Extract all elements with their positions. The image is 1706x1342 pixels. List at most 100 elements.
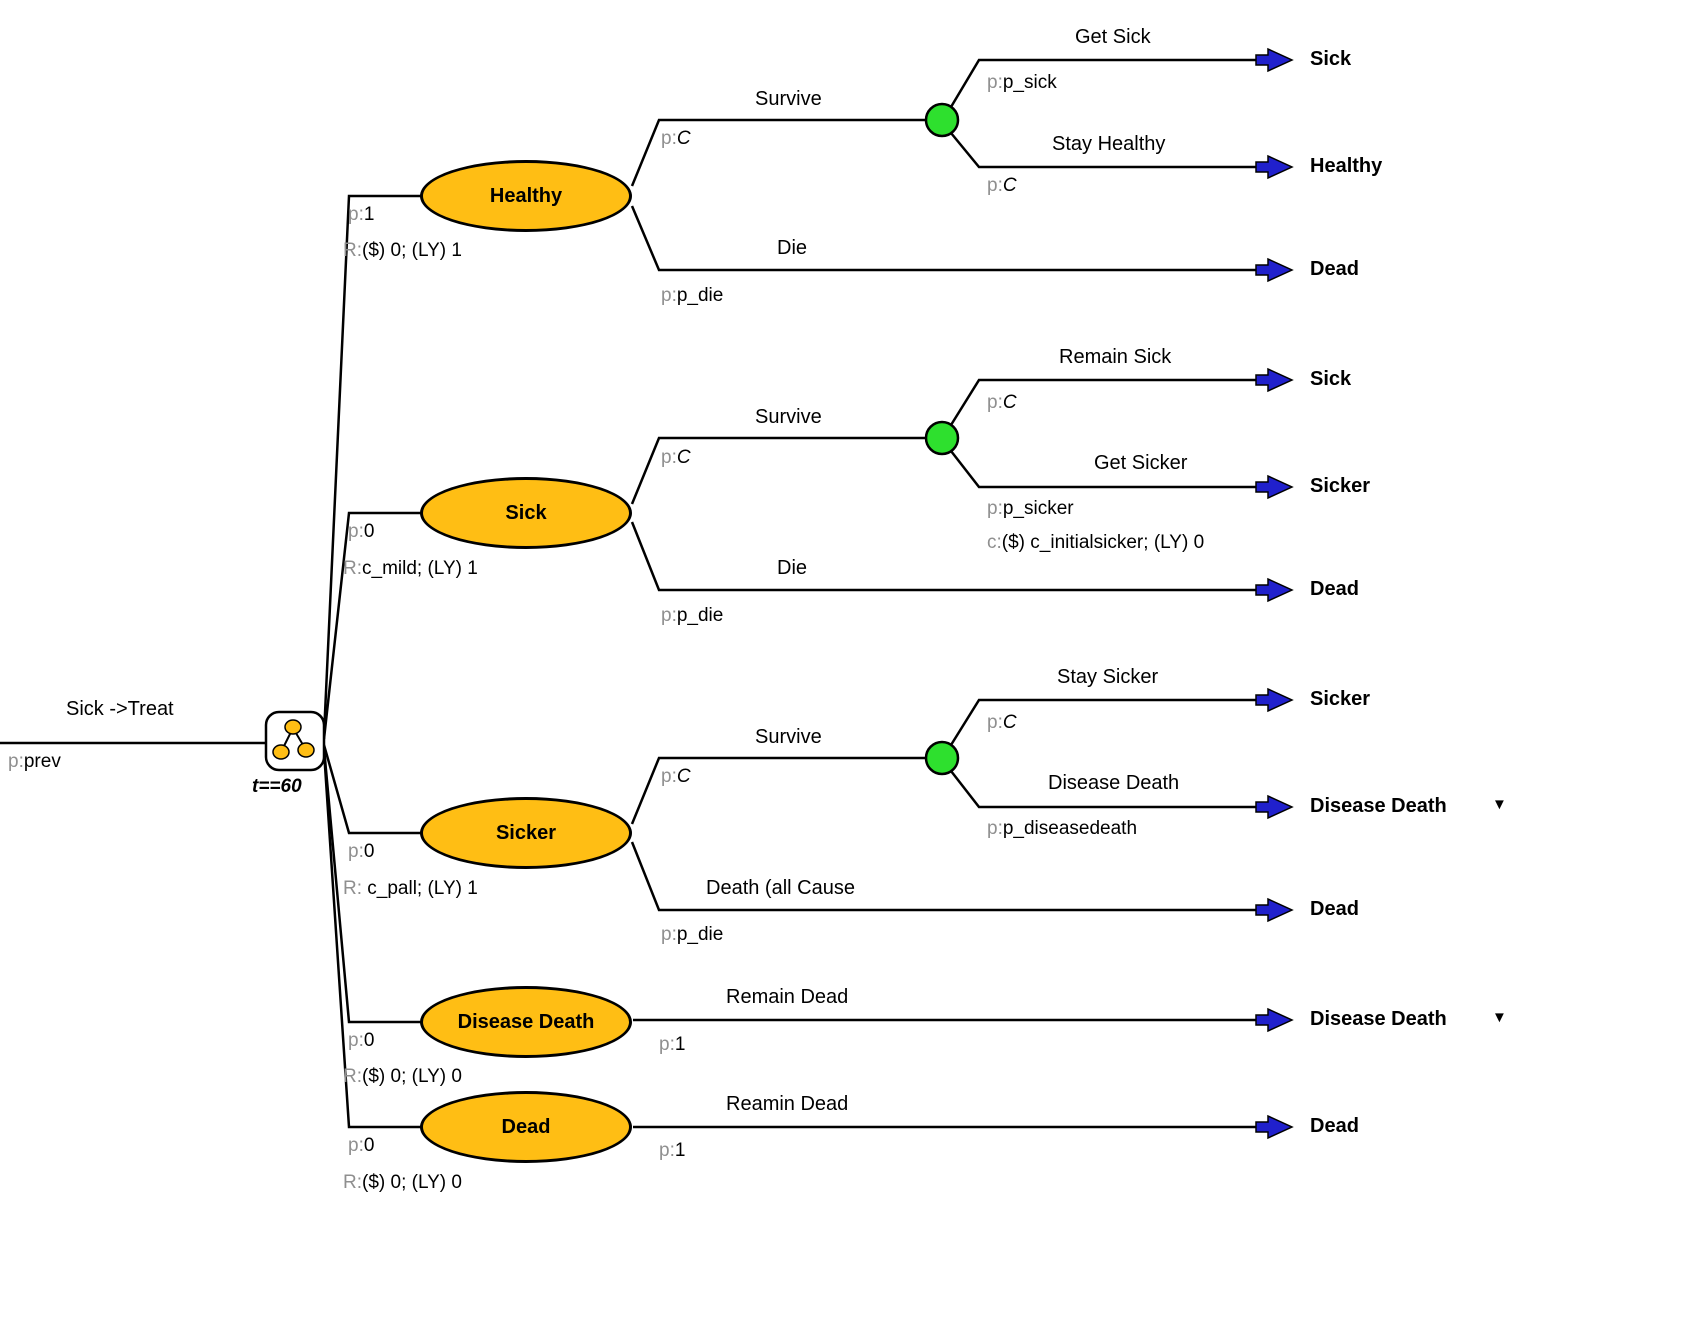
branch-label-survive: Survive <box>755 406 822 428</box>
branch-label-death-all-cause: Death (all Cause <box>706 877 855 899</box>
branch-line <box>950 770 1258 809</box>
prob-prefix: p: <box>661 766 677 787</box>
prob-value: p_die <box>676 605 724 626</box>
prob-value: p_sick <box>1002 72 1057 93</box>
terminal-node-arrow-icon[interactable] <box>1255 794 1294 820</box>
chance-node-icon[interactable] <box>924 740 960 776</box>
branch-prob-label: p:C <box>987 175 1017 197</box>
prob-prefix: p: <box>8 751 24 772</box>
state-node-dead[interactable]: Dead <box>420 1091 632 1163</box>
state-prob-label: p:0 <box>348 1030 374 1052</box>
prob-value: 0 <box>363 841 375 862</box>
state-node-healthy[interactable]: Healthy <box>420 160 632 232</box>
branch-line <box>630 118 927 187</box>
reward-prefix: R: <box>343 558 362 579</box>
prob-prefix: p: <box>348 521 364 542</box>
terminal-node-arrow-icon[interactable] <box>1255 474 1294 500</box>
branch-line <box>630 756 927 825</box>
reward-prefix: R: <box>343 240 362 261</box>
terminal-label-dead: Dead <box>1310 258 1359 280</box>
branch-line <box>322 747 422 1024</box>
state-node-disease-death[interactable]: Disease Death <box>420 986 632 1058</box>
cost-value: ($) c_initialsicker; (LY) 0 <box>1001 532 1205 553</box>
prob-prefix: p: <box>987 175 1003 196</box>
prob-value: 1 <box>363 204 375 225</box>
branch-label-reamin-dead: Reamin Dead <box>726 1093 849 1115</box>
terminal-node-arrow-icon[interactable] <box>1255 687 1294 713</box>
state-prob-label: p:0 <box>348 841 374 863</box>
prob-value: p_diseasedeath <box>1002 818 1138 839</box>
branch-line <box>950 132 1258 169</box>
prob-prefix: p: <box>348 1030 364 1051</box>
terminal-label-dead: Dead <box>1310 578 1359 600</box>
terminal-node-arrow-icon[interactable] <box>1255 367 1294 393</box>
branch-prob-label: p:C <box>661 128 691 150</box>
branch-label-survive: Survive <box>755 726 822 748</box>
chance-node-icon[interactable] <box>924 102 960 138</box>
terminal-node-arrow-icon[interactable] <box>1255 154 1294 180</box>
branch-line <box>950 450 1258 489</box>
reward-value: ($) 0; (LY) 0 <box>362 1066 462 1087</box>
branch-cost-label: c:($) c_initialsicker; (LY) 0 <box>987 532 1204 554</box>
branch-line <box>949 378 1258 426</box>
terminal-label-sicker: Sicker <box>1310 475 1371 497</box>
branch-prob-label: p:p_die <box>661 924 723 946</box>
prob-value: C <box>676 447 691 468</box>
terminal-label-dead: Dead <box>1310 898 1359 920</box>
state-prob-label: p:0 <box>348 521 374 543</box>
state-prob-label: p:0 <box>348 1135 374 1157</box>
markov-node-icon[interactable] <box>264 710 326 772</box>
prob-prefix: p: <box>987 72 1003 93</box>
prob-prefix: p: <box>659 1034 675 1055</box>
branch-prob-label: p:p_sicker <box>987 498 1074 520</box>
prob-prefix: p: <box>661 128 677 149</box>
branch-prob-label: p:C <box>987 712 1017 734</box>
collapsed-subtree-icon[interactable]: ▼ <box>1492 1009 1507 1026</box>
branch-prob-label: p:p_die <box>661 605 723 627</box>
branch-label-survive: Survive <box>755 88 822 110</box>
reward-prefix: R: <box>343 1172 362 1193</box>
branch-prob-label: p:p_die <box>661 285 723 307</box>
branch-label-die: Die <box>777 237 808 259</box>
prob-value: p_die <box>676 924 724 945</box>
terminal-node-arrow-icon[interactable] <box>1255 47 1294 73</box>
prob-prefix: p: <box>987 498 1003 519</box>
prob-value: C <box>1002 712 1017 733</box>
cost-prefix: c: <box>987 532 1002 553</box>
branch-label-get-sick: Get Sick <box>1075 26 1151 48</box>
branch-prob-label: p:1 <box>659 1140 685 1162</box>
branch-line <box>322 194 422 736</box>
terminal-label-sick: Sick <box>1310 48 1352 70</box>
reward-value: ($) 0; (LY) 0 <box>362 1172 462 1193</box>
branch-prob-label: p:1 <box>659 1034 685 1056</box>
terminal-node-arrow-icon[interactable] <box>1255 1114 1294 1140</box>
branch-label-stay-healthy: Stay Healthy <box>1052 133 1166 155</box>
terminal-node-arrow-icon[interactable] <box>1255 897 1294 923</box>
terminal-label-healthy: Healthy <box>1310 155 1383 177</box>
terminal-label-sicker: Sicker <box>1310 688 1371 710</box>
prob-prefix: p: <box>661 605 677 626</box>
prob-value: C <box>1002 392 1017 413</box>
state-reward-label: R:($) 0; (LY) 0 <box>343 1172 462 1194</box>
prob-value: C <box>676 766 691 787</box>
branch-line <box>949 698 1258 746</box>
chance-node-icon[interactable] <box>924 420 960 456</box>
reward-prefix: R: <box>343 878 362 899</box>
branch-label-die: Die <box>777 557 808 579</box>
root-branch-label: Sick ->Treat <box>66 698 174 720</box>
terminal-node-arrow-icon[interactable] <box>1255 1007 1294 1033</box>
prob-prefix: p: <box>348 1135 364 1156</box>
branch-line <box>630 841 1258 912</box>
terminal-node-arrow-icon[interactable] <box>1255 257 1294 283</box>
prob-value: prev <box>23 751 61 772</box>
branch-line <box>630 436 927 505</box>
branch-label-stay-sicker: Stay Sicker <box>1057 666 1159 688</box>
state-node-sicker[interactable]: Sicker <box>420 797 632 869</box>
collapsed-subtree-icon[interactable]: ▼ <box>1492 796 1507 813</box>
markov-termination-condition: t==60 <box>252 776 302 797</box>
prob-prefix: p: <box>987 392 1003 413</box>
state-node-sick[interactable]: Sick <box>420 477 632 549</box>
terminal-label-dead: Dead <box>1310 1115 1359 1137</box>
terminal-node-arrow-icon[interactable] <box>1255 577 1294 603</box>
